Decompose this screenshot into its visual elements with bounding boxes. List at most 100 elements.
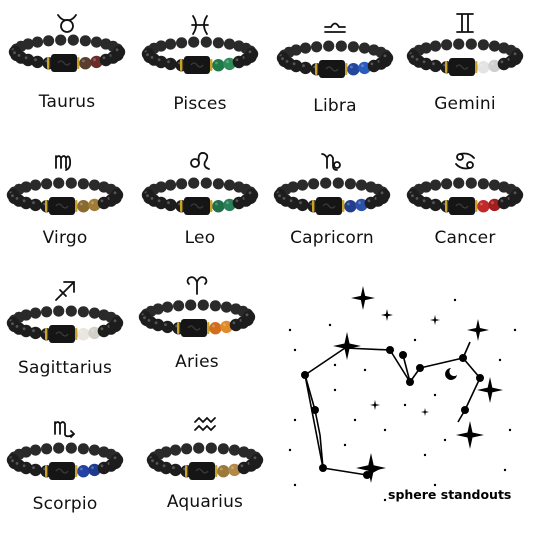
bead bbox=[53, 177, 65, 189]
bead bbox=[299, 42, 312, 54]
aries-icon bbox=[186, 276, 208, 295]
bead bbox=[308, 178, 320, 190]
bead bbox=[223, 179, 236, 191]
bead bbox=[223, 198, 236, 212]
star-dot bbox=[293, 418, 297, 422]
bracelet-card-sagittarius: Sagittarius bbox=[0, 278, 130, 398]
bracelet-card-gemini: Gemini bbox=[400, 10, 530, 130]
bead bbox=[77, 328, 90, 341]
bead bbox=[160, 446, 172, 458]
bracelet-image bbox=[141, 36, 259, 74]
spacer-bead bbox=[45, 465, 48, 477]
bead bbox=[41, 443, 53, 455]
bead bbox=[79, 35, 91, 47]
bead bbox=[419, 57, 433, 71]
bead bbox=[347, 63, 360, 76]
bead bbox=[377, 188, 391, 202]
constellation-node bbox=[461, 406, 469, 414]
bead bbox=[223, 57, 236, 71]
bracelet-image bbox=[146, 442, 264, 480]
spacer-bead bbox=[45, 328, 48, 340]
constellation-node bbox=[476, 374, 484, 382]
bead bbox=[19, 196, 33, 210]
bracelet-card-virgo: Virgo bbox=[0, 148, 130, 268]
bead bbox=[197, 299, 209, 311]
bead bbox=[152, 303, 164, 315]
bead bbox=[212, 59, 225, 72]
spacer-bead bbox=[210, 200, 213, 212]
scorpio-icon bbox=[54, 421, 76, 438]
spacer-bead bbox=[445, 61, 448, 73]
bead bbox=[242, 310, 256, 324]
constellation-line bbox=[344, 347, 391, 351]
spacer-bead bbox=[475, 61, 478, 73]
bead bbox=[112, 45, 126, 59]
bead bbox=[355, 179, 368, 191]
sparkle-star bbox=[351, 286, 375, 310]
bead bbox=[22, 38, 34, 50]
constellation-line bbox=[389, 349, 411, 383]
bead bbox=[29, 463, 42, 477]
bead bbox=[355, 198, 368, 212]
star-dot bbox=[413, 338, 417, 342]
bead bbox=[110, 453, 124, 467]
bead bbox=[223, 38, 236, 50]
star-dot bbox=[453, 298, 457, 302]
sign-label: Leo bbox=[184, 228, 216, 248]
bead bbox=[228, 463, 241, 477]
bead bbox=[344, 178, 356, 190]
constellation-node bbox=[386, 346, 394, 354]
bead bbox=[209, 300, 221, 312]
bead bbox=[43, 35, 55, 47]
sparkle-star bbox=[381, 309, 393, 321]
sign-label: Pisces bbox=[173, 94, 227, 114]
spacer-bead bbox=[75, 200, 78, 212]
bead bbox=[217, 465, 230, 478]
bead bbox=[212, 200, 225, 213]
bead bbox=[161, 320, 174, 334]
bead bbox=[185, 299, 197, 311]
bracelet-card-aries: Aries bbox=[132, 272, 262, 392]
bead bbox=[29, 307, 42, 319]
spacer-bead bbox=[177, 322, 180, 334]
spacer-bead bbox=[345, 63, 348, 75]
bead bbox=[154, 55, 168, 69]
bead bbox=[77, 465, 90, 478]
bead bbox=[488, 198, 501, 212]
bracelet-image bbox=[406, 177, 524, 215]
star-dot bbox=[433, 393, 437, 397]
spacer-bead bbox=[312, 200, 315, 212]
bracelet-card-aquarius: Aquarius bbox=[140, 412, 270, 532]
bead bbox=[29, 179, 42, 191]
constellation-node bbox=[459, 354, 467, 362]
star-dot bbox=[288, 328, 292, 332]
bead bbox=[21, 53, 35, 67]
sagittarius-icon bbox=[55, 281, 75, 301]
spacer-bead bbox=[210, 59, 213, 71]
leo-icon bbox=[190, 152, 210, 170]
bead bbox=[110, 316, 124, 330]
spacer-bead bbox=[75, 328, 78, 340]
moon-icon bbox=[445, 368, 457, 380]
bead bbox=[358, 61, 371, 75]
bead bbox=[311, 41, 323, 53]
sign-label: Virgo bbox=[42, 228, 88, 248]
bead bbox=[110, 188, 124, 202]
bead bbox=[88, 198, 101, 212]
constellation-line bbox=[322, 467, 368, 476]
sparkle-star bbox=[333, 332, 361, 360]
spacer-bead bbox=[180, 59, 183, 71]
bead bbox=[169, 444, 182, 456]
pisces-icon bbox=[191, 15, 209, 35]
spacer-bead bbox=[215, 465, 218, 477]
sign-label: Taurus bbox=[38, 92, 96, 112]
star-dot bbox=[498, 358, 502, 362]
star-dot bbox=[503, 468, 507, 472]
bead bbox=[79, 57, 92, 70]
bead bbox=[419, 196, 433, 210]
bead bbox=[453, 38, 465, 50]
bead bbox=[173, 300, 185, 312]
bead bbox=[41, 306, 53, 318]
constellation-line bbox=[462, 357, 481, 379]
spacer-bead bbox=[180, 200, 183, 212]
